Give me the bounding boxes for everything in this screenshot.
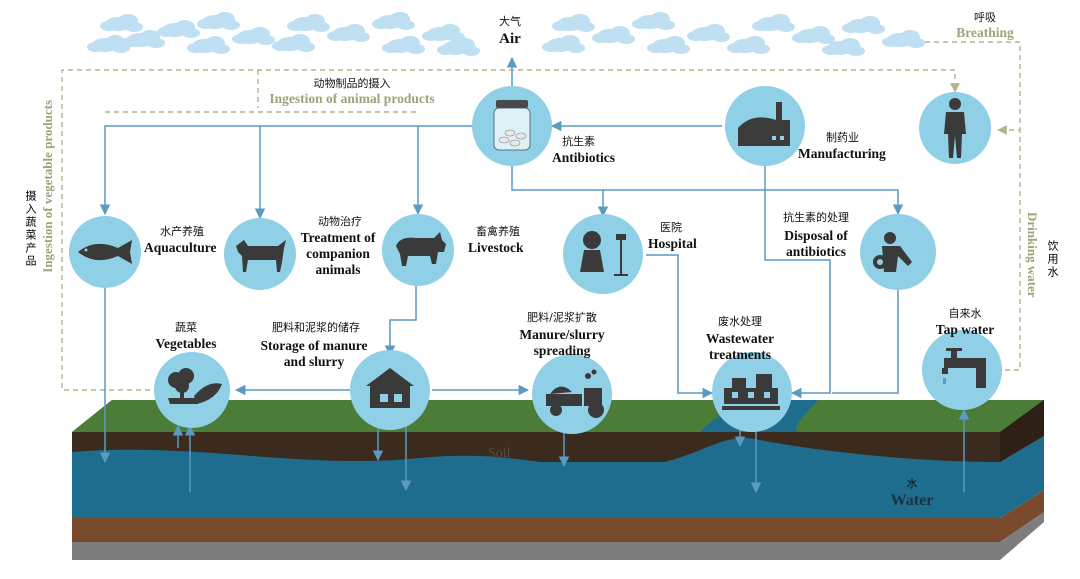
veg-ingestion-label-cn: 摄入蔬菜产品 — [24, 190, 37, 268]
disposal-label-en-1: Disposal of — [784, 228, 848, 243]
tap-label-cn: 自来水 — [948, 307, 982, 320]
wastewater-label-cn: 废水处理 — [718, 315, 762, 328]
air-label-cn: 大气 — [499, 15, 521, 28]
companion-node — [224, 218, 296, 290]
hazard-waste-icon — [873, 232, 912, 272]
drinking-water-path — [1005, 130, 1021, 371]
disposal-label-cn: 抗生素的处理 — [783, 211, 849, 224]
companion-label-en-3: animals — [315, 262, 361, 277]
fish-icon — [78, 240, 132, 264]
livestock-node — [382, 214, 454, 286]
soil-label: Soil — [488, 446, 511, 461]
faucet-icon — [942, 348, 986, 388]
air-label-en: Air — [499, 31, 521, 47]
aquaculture-node — [69, 216, 141, 288]
clay-layer — [72, 490, 1044, 542]
antibiotics-node — [472, 86, 552, 166]
spreading-label-cn: 肥料/泥浆扩散 — [527, 311, 597, 324]
water-label-en: Water — [890, 492, 934, 509]
barn-icon — [366, 368, 414, 408]
vegetables-label-cn: 蔬菜 — [175, 321, 197, 334]
arrow-manufacturing-to-wastewater — [764, 160, 831, 399]
groundwater-curve — [72, 437, 1000, 470]
treatment-plant-icon — [722, 374, 780, 410]
vegetable-ingestion-path — [61, 69, 960, 391]
hospital-label-en: Hospital — [648, 236, 697, 251]
dog-icon — [236, 240, 286, 272]
vegetables-node — [154, 352, 230, 428]
arrow-livestock-to-storage — [384, 282, 417, 357]
companion-label-cn: 动物治疗 — [318, 215, 362, 228]
breathing-path — [925, 41, 1021, 135]
livestock-label-cn: 畜禽养殖 — [476, 225, 520, 238]
arrow-hospital-to-wastewater — [646, 254, 714, 399]
wastewater-node — [712, 352, 792, 432]
spreading-label-en-1: Manure/slurry — [519, 327, 605, 342]
vegetables-icon — [168, 368, 222, 404]
wastewater-label-en-1: Wastewater — [705, 331, 775, 346]
manufacturing-label-cn: 制药业 — [826, 131, 859, 144]
antibiotics-label-cn: 抗生素 — [562, 135, 595, 148]
flow-arrows — [99, 56, 970, 494]
breathing-label-cn: 呼吸 — [974, 11, 996, 24]
hospital-label-cn: 医院 — [660, 221, 682, 234]
spreading-label-en-2: spreading — [533, 343, 591, 358]
manufacturing-label-en: Manufacturing — [798, 146, 886, 161]
patient-iv-icon — [580, 231, 628, 276]
aquaculture-label-en: Aquaculture — [144, 240, 217, 255]
tractor-spreader-icon — [546, 369, 604, 418]
factory-icon — [738, 102, 790, 146]
wastewater-label-en-2: treatments — [709, 347, 771, 362]
bull-icon — [396, 232, 446, 266]
ingestion-paths — [61, 41, 1021, 391]
storage-label-cn: 肥料和泥浆的储存 — [272, 321, 360, 334]
human-node — [919, 92, 991, 164]
vegetables-label-en: Vegetables — [155, 336, 217, 351]
soil-front — [1000, 400, 1044, 462]
companion-label-en-1: Treatment of — [300, 230, 376, 245]
animal-ingestion-label-en: Ingestion of animal products — [269, 91, 435, 106]
disposal-label-en-2: antibiotics — [785, 244, 847, 259]
livestock-label-en: Livestock — [468, 240, 524, 255]
human-figure-icon — [944, 98, 966, 158]
pill-jar-icon — [493, 100, 531, 151]
aquaculture-label-cn: 水产养殖 — [160, 225, 204, 238]
arrow-antibiotics-to-hospital — [511, 158, 609, 218]
arrow-antibiotics-to-disposal — [603, 189, 904, 216]
antibiotics-label-en: Antibiotics — [552, 150, 616, 165]
water-label-cn: 水 — [906, 477, 918, 490]
drinking-label-en: Drinking water — [1025, 212, 1040, 298]
companion-label-en-2: companion — [306, 246, 370, 261]
veg-ingestion-label-en: Ingestion of vegetable products — [40, 100, 55, 273]
hospital-node — [563, 214, 643, 294]
spreading-node — [532, 354, 612, 434]
drinking-label-cn: 饮用水 — [1046, 240, 1059, 279]
manufacturing-node — [725, 86, 805, 166]
water-layer — [72, 436, 1044, 518]
rock-layer — [72, 512, 1044, 560]
storage-label-en-1: Storage of manure — [260, 338, 368, 353]
storage-node — [350, 350, 430, 430]
storage-label-en-2: and slurry — [283, 354, 345, 369]
antibiotics-distribution-bar — [99, 125, 472, 216]
animal-ingestion-label-cn: 动物制品的摄入 — [313, 77, 391, 90]
disposal-node — [860, 214, 936, 290]
tap-node — [922, 330, 1002, 410]
breathing-label-en: Breathing — [956, 25, 1014, 40]
arrow-disposal-to-wastewater — [832, 290, 899, 394]
tap-label-en: Tap water — [935, 322, 995, 337]
